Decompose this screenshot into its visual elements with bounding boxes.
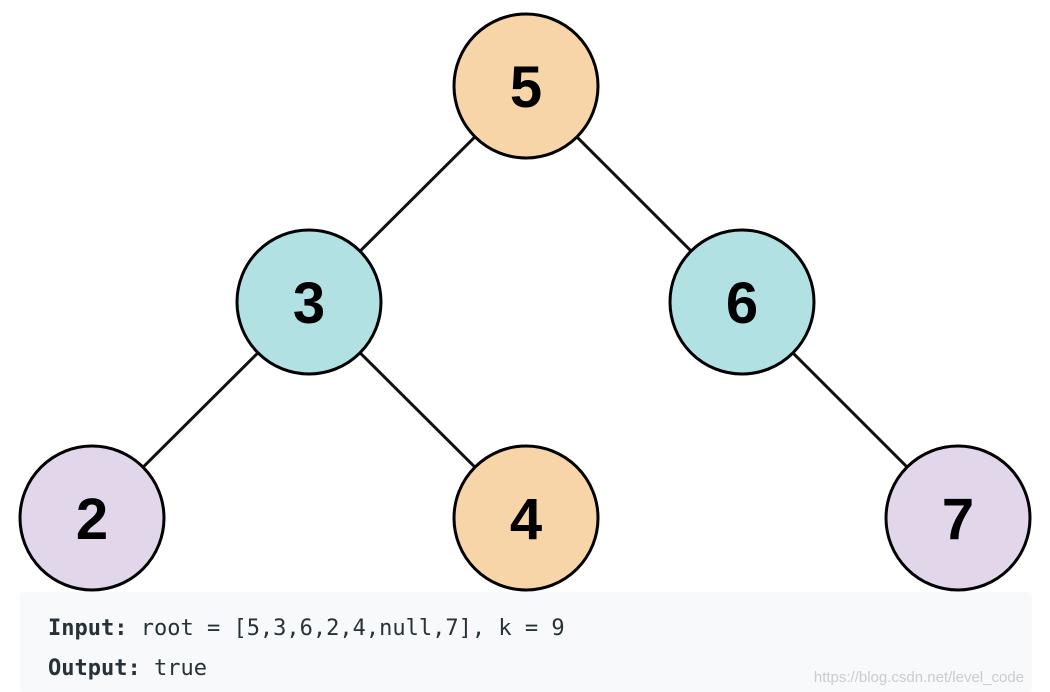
binary-tree-diagram: 5 3 6 2 4 7 — [18, 12, 1032, 592]
watermark: https://blog.csdn.net/level_code — [813, 669, 1024, 686]
node-circle — [235, 228, 383, 376]
node-label: 2 — [76, 487, 108, 552]
output-value: true — [140, 656, 207, 681]
tree-edge — [791, 351, 909, 469]
tree-node-6: 6 — [668, 228, 816, 376]
node-label: 3 — [293, 271, 325, 336]
node-circle — [452, 12, 600, 160]
tree-nodes: 5 3 6 2 4 7 — [18, 12, 1032, 592]
tree-edge — [575, 135, 693, 253]
output-line: Output: true — [48, 656, 207, 681]
example-box: Input: root = [5,3,6,2,4,null,7], k = 9 … — [20, 592, 1032, 692]
tree-edge — [358, 135, 477, 253]
node-label: 6 — [726, 271, 758, 336]
node-circle — [452, 444, 600, 592]
tree-edges — [141, 135, 909, 469]
node-label: 5 — [510, 55, 542, 120]
tree-node-7: 7 — [884, 444, 1032, 592]
node-label: 7 — [942, 487, 974, 552]
tree-node-3: 3 — [235, 228, 383, 376]
node-label: 4 — [510, 487, 542, 552]
input-label: Input: — [48, 616, 128, 641]
output-label: Output: — [48, 656, 141, 681]
tree-edge — [358, 351, 477, 469]
tree-node-2: 2 — [18, 444, 166, 592]
tree-edge — [141, 351, 260, 469]
tree-node-5: 5 — [452, 12, 600, 160]
input-value: root = [5,3,6,2,4,null,7], k = 9 — [127, 616, 565, 641]
node-circle — [668, 228, 816, 376]
tree-node-4: 4 — [452, 444, 600, 592]
node-circle — [884, 444, 1032, 592]
node-circle — [18, 444, 166, 592]
input-line: Input: root = [5,3,6,2,4,null,7], k = 9 — [48, 616, 565, 641]
